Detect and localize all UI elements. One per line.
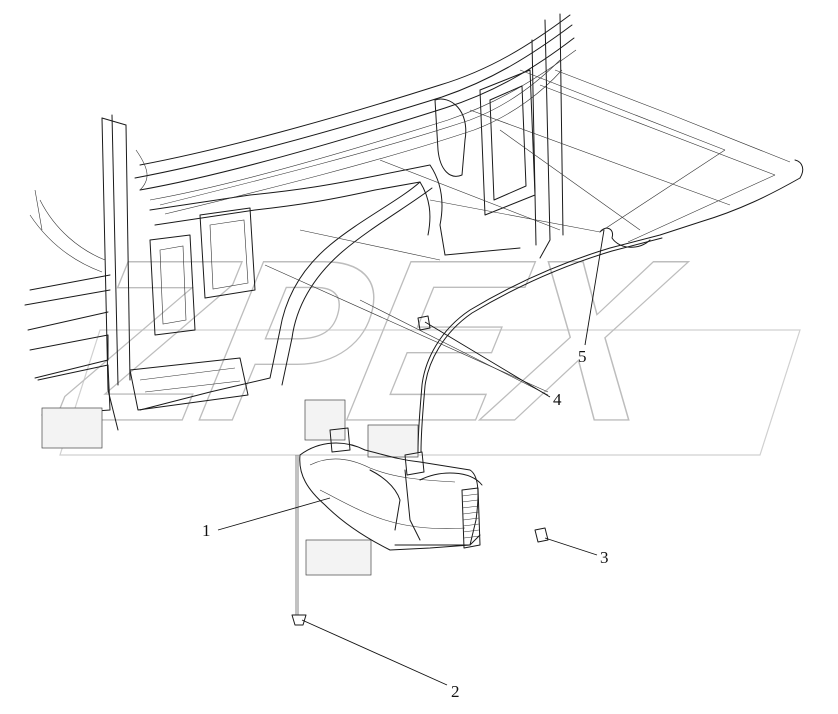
callout-5: 5 (578, 347, 587, 366)
cab-frame (24, 13, 577, 431)
leader-4 (424, 321, 551, 398)
leader-lines (217, 229, 605, 686)
callout-4: 4 (553, 390, 562, 409)
callout-labels: 1 2 3 4 5 (202, 347, 609, 701)
callout-2: 2 (451, 682, 460, 701)
callout-1: 1 (202, 521, 211, 540)
leader-1 (217, 497, 331, 531)
leader-5 (584, 229, 605, 346)
projection-lines (264, 69, 791, 396)
washer-reservoir (299, 427, 483, 551)
pump-bellows (461, 487, 481, 549)
callout-3: 3 (600, 548, 609, 567)
shadow-blocks (41, 399, 419, 576)
washer-hoses (295, 159, 804, 615)
leader-2 (301, 619, 448, 686)
fasteners (291, 315, 549, 626)
leader-3 (544, 537, 598, 556)
